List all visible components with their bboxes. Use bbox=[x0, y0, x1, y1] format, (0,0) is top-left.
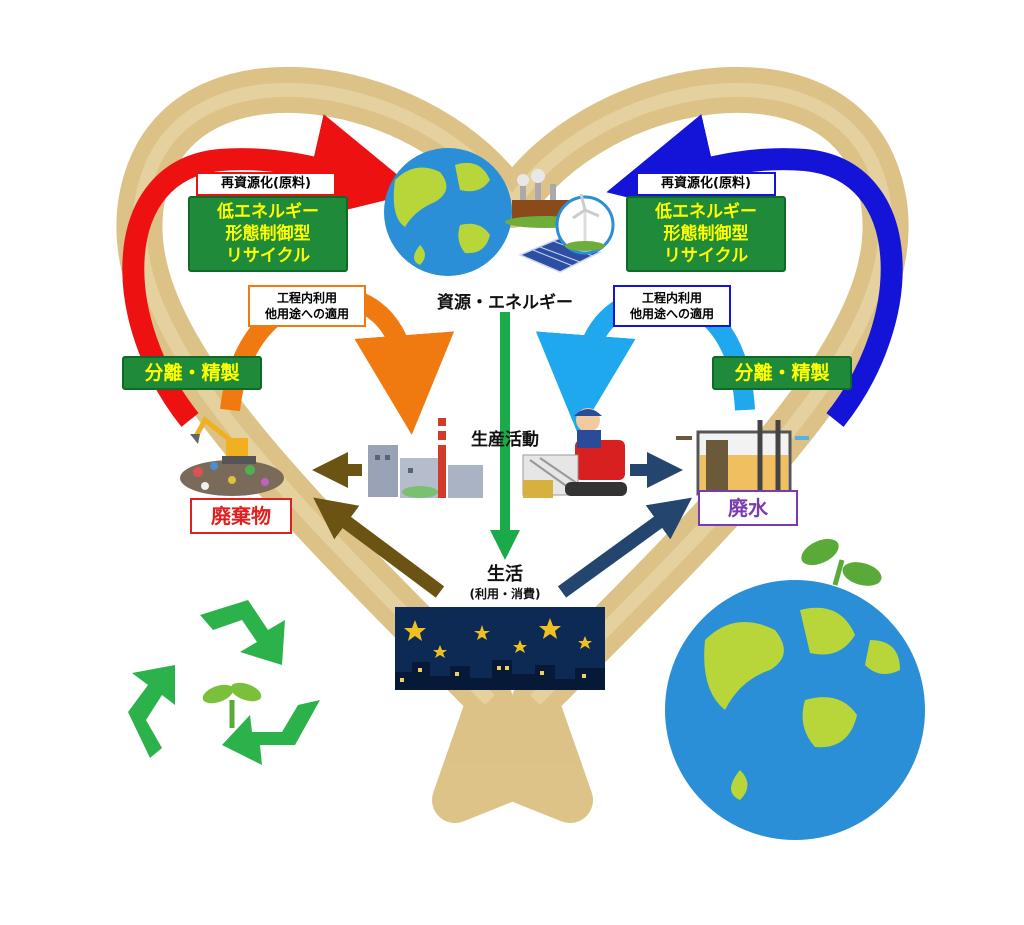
earth-icon bbox=[384, 148, 512, 276]
recycle-symbol-icon bbox=[128, 600, 320, 765]
left-green-line-3: リサイクル bbox=[225, 246, 311, 266]
left-green-line-1: 低エネルギー bbox=[217, 202, 319, 222]
right-recycle-tag: 再資源化(原料) bbox=[636, 172, 776, 196]
life-sub-label: (利用・消費) bbox=[469, 587, 541, 601]
night-city-icon bbox=[395, 607, 605, 690]
wastewater-label: 廃水 bbox=[698, 490, 798, 526]
resources-label: 資源・エネルギー bbox=[437, 293, 573, 313]
right-inprocess-box: 工程内利用 他用途への適用 bbox=[613, 285, 731, 327]
farmer-harvester-icon bbox=[522, 408, 627, 498]
left-green-box: 低エネルギー 形態制御型 リサイクル bbox=[188, 196, 348, 272]
wind-turbine-icon bbox=[555, 193, 615, 255]
water-treatment-icon bbox=[676, 420, 809, 496]
left-inprocess-box: 工程内利用 他用途への適用 bbox=[248, 285, 366, 327]
earth-sprout-icon bbox=[665, 538, 925, 840]
right-green-line-3: リサイクル bbox=[663, 246, 749, 266]
life-to-wastewater-arrow bbox=[557, 497, 692, 598]
right-inprocess-line-2: 他用途への適用 bbox=[629, 307, 714, 321]
left-recycle-tag: 再資源化(原料) bbox=[196, 172, 336, 196]
right-green-box: 低エネルギー 形態制御型 リサイクル bbox=[626, 196, 786, 272]
right-separation-box: 分離・精製 bbox=[712, 356, 852, 390]
sprout-icon bbox=[202, 682, 262, 728]
left-inprocess-line-1: 工程内利用 bbox=[276, 291, 337, 305]
right-green-line-1: 低エネルギー bbox=[655, 202, 757, 222]
left-separation-box: 分離・精製 bbox=[122, 356, 262, 390]
production-label: 生産活動 bbox=[471, 430, 539, 450]
left-green-line-2: 形態制御型 bbox=[225, 224, 311, 244]
right-green-line-2: 形態制御型 bbox=[663, 224, 749, 244]
right-inprocess-line-1: 工程内利用 bbox=[641, 291, 702, 305]
right-recycle-arrow bbox=[606, 114, 903, 427]
life-label: 生活 bbox=[487, 564, 523, 585]
left-inprocess-line-2: 他用途への適用 bbox=[264, 307, 349, 321]
renewable-cluster bbox=[505, 169, 615, 273]
power-plant-icon bbox=[368, 418, 483, 498]
waste-label: 廃棄物 bbox=[190, 498, 292, 534]
excavator-landfill-icon bbox=[180, 416, 284, 496]
left-recycle-arrow bbox=[122, 114, 419, 427]
life-to-waste-arrow bbox=[313, 497, 445, 598]
